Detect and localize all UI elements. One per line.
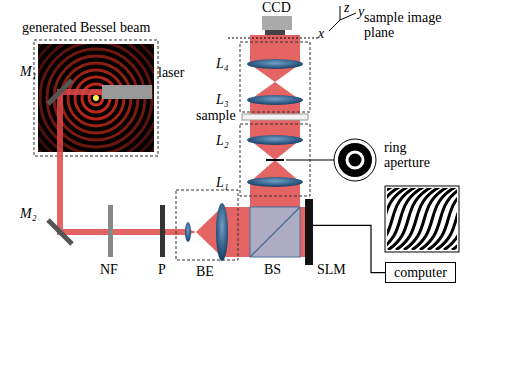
bessel-ring (38, 44, 154, 152)
lens (247, 59, 303, 69)
inset-frame (34, 40, 158, 156)
aperture-disk (338, 143, 372, 177)
camera: CCD (262, 16, 292, 30)
splitter-face (250, 207, 300, 257)
part-label: P (158, 262, 166, 277)
phase-stripe (444, 188, 457, 250)
aperture-ring (347, 152, 363, 168)
node-label: laser (158, 65, 184, 80)
sensor-base (265, 30, 285, 35)
part-label: ring aperture (384, 140, 450, 171)
part-label: y (358, 4, 364, 19)
lens (185, 222, 191, 242)
filter (108, 205, 113, 257)
part-label: BS (264, 262, 281, 277)
aperture-plate (266, 159, 284, 161)
node-label: CCD (262, 0, 291, 15)
image-plane (228, 38, 318, 39)
computer-box: computer (385, 262, 456, 283)
part-label: L₁ (216, 175, 229, 190)
part-label: sample (196, 108, 236, 123)
mirror (48, 80, 72, 104)
part-label: z (344, 0, 349, 15)
group-frame (176, 190, 238, 260)
part-label: M₁ (20, 64, 37, 79)
node-label: SLM (317, 262, 346, 277)
part-label: M₂ (20, 206, 37, 221)
lens (247, 95, 303, 105)
lens (247, 135, 303, 145)
leader-line (286, 160, 334, 161)
node-label: computer (394, 265, 447, 280)
bessel-rings (38, 44, 154, 152)
beam-splitter (250, 207, 300, 257)
phase-stripe (452, 188, 457, 250)
mirror (48, 220, 72, 244)
laser-source: laser (102, 85, 152, 99)
sample-slab (242, 114, 308, 120)
laser-beam (57, 35, 305, 257)
part-label: NF (100, 262, 118, 277)
part-label: generated Bessel beam (22, 20, 150, 35)
inset-frame (334, 139, 376, 181)
bessel-ring (38, 44, 154, 152)
part-label: L₂ (216, 133, 229, 148)
lens (247, 177, 303, 187)
axes (329, 6, 356, 31)
part-label: L₄ (216, 56, 229, 71)
polarizer (160, 205, 165, 257)
bessel-ring (38, 44, 154, 152)
phase-pattern (387, 188, 457, 250)
part-label: L₃ (216, 92, 229, 107)
slm-panel: SLM (305, 199, 313, 265)
bessel-core (93, 95, 99, 101)
group-frame (240, 42, 310, 112)
lens (216, 203, 228, 261)
part-label: sample image plane (364, 10, 456, 41)
bessel-ring (40, 44, 152, 152)
part-label: BE (196, 264, 214, 279)
part-label: x (318, 26, 324, 41)
